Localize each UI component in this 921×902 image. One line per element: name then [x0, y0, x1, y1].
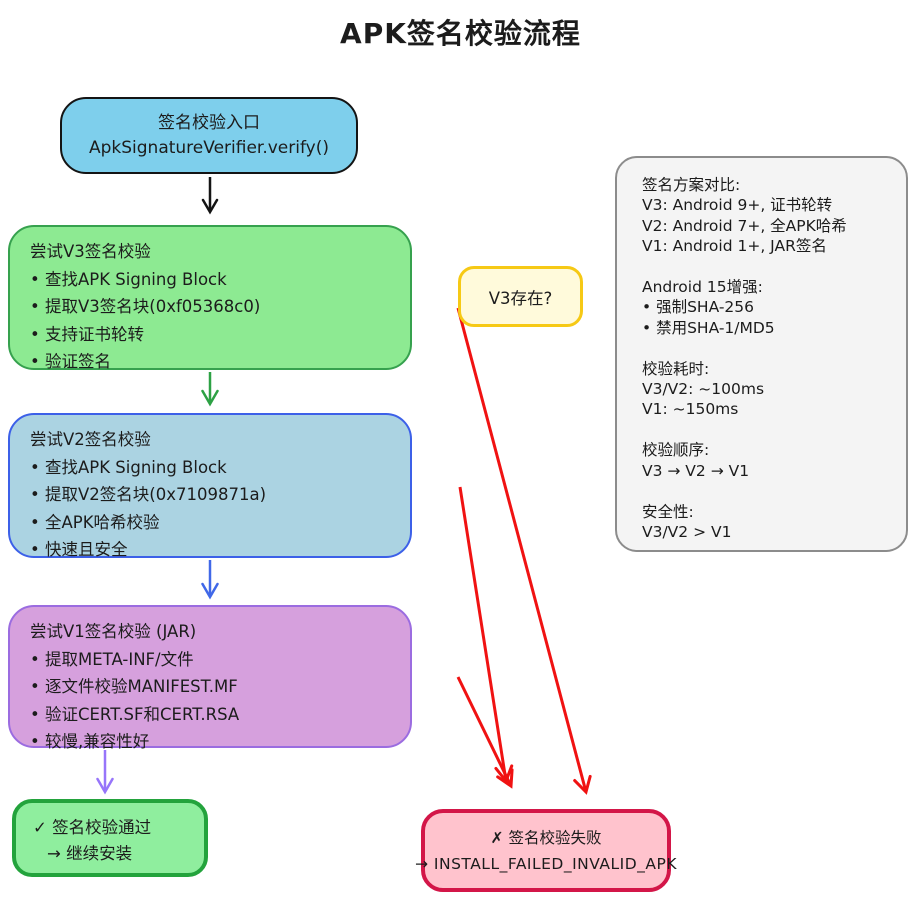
v3-bullet: 支持证书轮转 [30, 321, 396, 349]
notes-line [642, 420, 896, 440]
notes-line: V3 → V2 → V1 [642, 461, 750, 480]
success-line1: ✓ 签名校验通过 [33, 818, 152, 837]
v2-title: 尝试V2签名校验 [30, 430, 151, 449]
page-title: APK签名校验流程 [340, 17, 581, 50]
notes-line: V3/V2: ~100ms [642, 380, 765, 399]
v2-bullet: 快速且安全 [30, 536, 396, 564]
v2-bullet-list: 查找APK Signing Block提取V2签名块(0x7109871a)全A… [30, 454, 396, 564]
node-v3-verify: 尝试V3签名校验 查找APK Signing Block提取V3签名块(0xf0… [8, 225, 412, 371]
v3-bullet: 验证签名 [30, 348, 396, 376]
notes-line: 校验耗时: [642, 359, 710, 378]
v1-bullet: 提取META-INF/文件 [30, 646, 396, 674]
arrow-v2-fail-to-failure [458, 486, 514, 784]
node-entry: 签名校验入口 ApkSignatureVerifier.verify() [60, 97, 358, 174]
v1-bullet: 验证CERT.SF和CERT.RSA [30, 701, 396, 729]
notes-line: Android 15增强: [642, 278, 763, 297]
notes-line: • 禁用SHA-1/MD5 [642, 318, 775, 337]
node-failure: ✗ 签名校验失败 → INSTALL_FAILED_INVALID_APK [415, 809, 677, 892]
notes-line: 校验顺序: [642, 441, 710, 460]
failure-line1: ✗ 签名校验失败 [490, 828, 602, 847]
node-decision-v3-exists: V3存在? [458, 266, 583, 327]
v2-bullet: 查找APK Signing Block [30, 454, 396, 482]
decision-label: V3存在? [488, 288, 553, 308]
arrow-v1-fail-to-failure [456, 676, 514, 789]
notes-line: 安全性: [642, 502, 694, 521]
v3-title: 尝试V3签名校验 [30, 242, 151, 261]
v2-bullet: 全APK哈希校验 [30, 509, 396, 537]
v1-bullet: 逐文件校验MANIFEST.MF [30, 673, 396, 701]
notes-line: V3: Android 9+, 证书轮转 [642, 196, 833, 215]
v2-bullet: 提取V2签名块(0x7109871a) [30, 481, 396, 509]
notes-line: 签名方案对比: [642, 176, 741, 194]
entry-code: ApkSignatureVerifier.verify() [88, 137, 329, 158]
entry-title: 签名校验入口 [158, 112, 260, 133]
notes-line [642, 338, 896, 358]
node-v2-verify: 尝试V2签名校验 查找APK Signing Block提取V2签名块(0x71… [8, 413, 412, 559]
notes-line [642, 481, 896, 501]
v3-bullet: 提取V3签名块(0xf05368c0) [30, 293, 396, 321]
notes-line: V1: ~150ms [642, 400, 739, 419]
arrow-decision-to-failure [456, 307, 592, 795]
notes-line: V1: Android 1+, JAR签名 [642, 237, 827, 256]
node-v1-verify: 尝试V1签名校验 (JAR) 提取META-INF/文件逐文件校验MANIFES… [8, 605, 412, 751]
node-success: ✓ 签名校验通过 → 继续安装 [12, 799, 208, 877]
v1-bullet-list: 提取META-INF/文件逐文件校验MANIFEST.MF验证CERT.SF和C… [30, 646, 396, 756]
v1-title: 尝试V1签名校验 (JAR) [30, 622, 197, 641]
v1-bullet: 较慢,兼容性好 [30, 728, 396, 756]
v3-bullet: 查找APK Signing Block [30, 266, 396, 294]
failure-line2: → INSTALL_FAILED_INVALID_APK [415, 854, 677, 873]
notes-line: • 强制SHA-256 [642, 298, 755, 317]
success-line2: → 继续安装 [47, 844, 133, 863]
v3-bullet-list: 查找APK Signing Block提取V3签名块(0xf05368c0)支持… [30, 266, 396, 376]
notes-line: V3/V2 > V1 [642, 522, 732, 541]
notes-line: V2: Android 7+, 全APK哈希 [642, 216, 847, 235]
notes-line [642, 257, 896, 277]
